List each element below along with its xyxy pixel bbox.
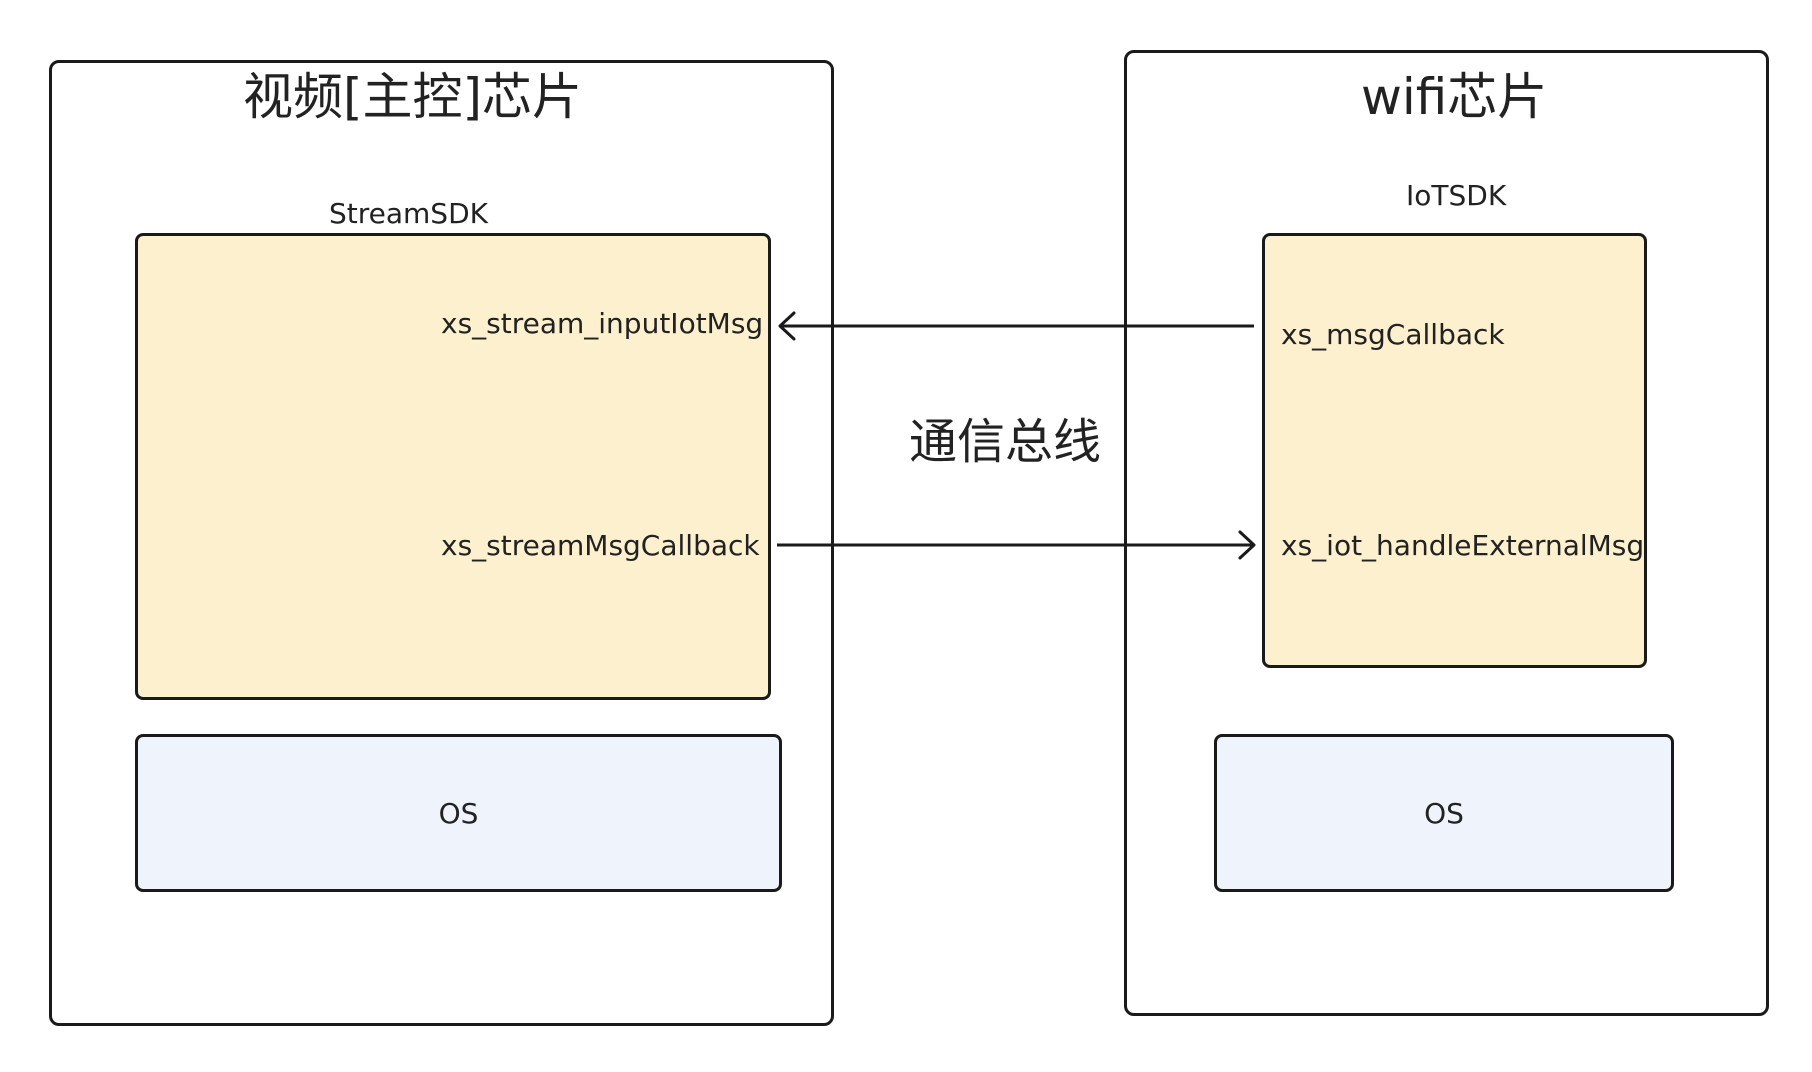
- right-os-box: OS: [1214, 734, 1674, 892]
- left-os-box: OS: [135, 734, 782, 892]
- video-main-chip-title: 视频[主控]芯片: [243, 68, 583, 126]
- iot-sdk-label: IoTSDK: [1406, 179, 1507, 212]
- stream-msg-callback-function: xs_streamMsgCallback: [441, 529, 760, 562]
- iot-handle-external-msg-function: xs_iot_handleExternalMsg: [1281, 529, 1645, 562]
- wifi-chip-title: wifi芯片: [1361, 68, 1548, 126]
- stream-sdk-label: StreamSDK: [329, 197, 489, 230]
- communication-bus-label: 通信总线: [909, 414, 1102, 470]
- stream-sdk-box: [135, 233, 771, 700]
- iot-sdk-box: [1262, 233, 1647, 668]
- stream-input-iot-msg-function: xs_stream_inputIotMsg: [441, 307, 764, 340]
- msg-callback-function: xs_msgCallback: [1281, 318, 1505, 351]
- left-os-label: OS: [438, 796, 479, 830]
- right-os-label: OS: [1424, 796, 1464, 830]
